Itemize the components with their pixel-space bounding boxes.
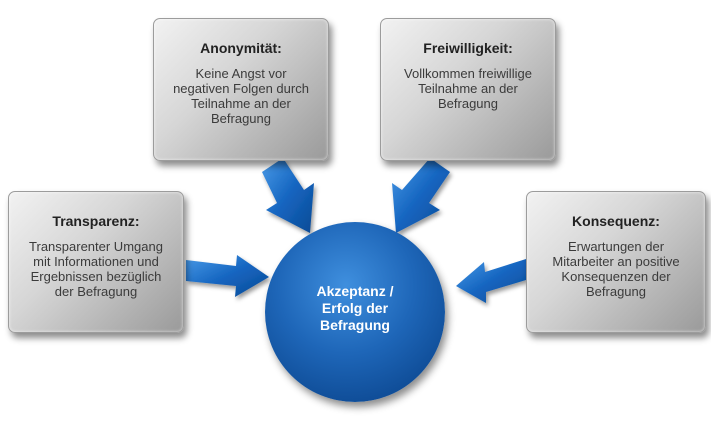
arrow-anonymitaet [262, 158, 314, 233]
text-line: Konsequenzen der [561, 269, 671, 284]
box-konsequenz-text: Erwartungen der Mitarbeiter an positive … [533, 239, 699, 299]
text-line: mit Informationen und [33, 254, 159, 269]
text-line: Erwartungen der [567, 239, 665, 254]
text-line: Befragung [319, 316, 390, 333]
text-line: Transparenter Umgang [29, 239, 163, 254]
center-circle: Akzeptanz / Erfolg der Befragung [265, 222, 445, 402]
text-line: der Befragung [54, 284, 138, 299]
box-konsequenz: Konsequenz: Erwartungen der Mitarbeiter … [526, 191, 706, 333]
text-line: Teilnahme an der [418, 81, 518, 96]
text-line: Akzeptanz / [316, 282, 394, 299]
box-freiwilligkeit: Freiwilligkeit: Vollkommen freiwillige T… [380, 18, 556, 161]
arrow-freiwilligkeit [392, 158, 450, 233]
center-label: Akzeptanz / Erfolg der Befragung [316, 283, 393, 334]
text-line: Befragung [438, 96, 498, 111]
box-transparenz: Transparenz: Transparenter Umgang mit In… [8, 191, 184, 333]
arrow-konsequenz [456, 259, 526, 303]
box-anonymitaet-text: Keine Angst vor negativen Folgen durch T… [160, 66, 322, 126]
box-freiwilligkeit-title: Freiwilligkeit: [423, 40, 513, 56]
arrow-transparenz [186, 255, 269, 297]
text-line: Erfolg der [321, 299, 389, 316]
box-konsequenz-title: Konsequenz: [572, 213, 660, 229]
text-line: Mitarbeiter an positive [552, 254, 680, 269]
text-line: Befragung [586, 284, 646, 299]
text-line: Teilnahme an der [191, 96, 291, 111]
box-anonymitaet: Anonymität: Keine Angst vor negativen Fo… [153, 18, 329, 161]
box-freiwilligkeit-text: Vollkommen freiwillige Teilnahme an der … [387, 66, 549, 111]
box-transparenz-text: Transparenter Umgang mit Informationen u… [15, 239, 177, 299]
text-line: Befragung [211, 111, 271, 126]
text-line: Keine Angst vor [195, 66, 287, 81]
text-line: Vollkommen freiwillige [404, 66, 532, 81]
box-transparenz-title: Transparenz: [52, 213, 140, 229]
text-line: negativen Folgen durch [173, 81, 309, 96]
text-line: Ergebnissen bezüglich [30, 269, 162, 284]
box-anonymitaet-title: Anonymität: [200, 40, 282, 56]
